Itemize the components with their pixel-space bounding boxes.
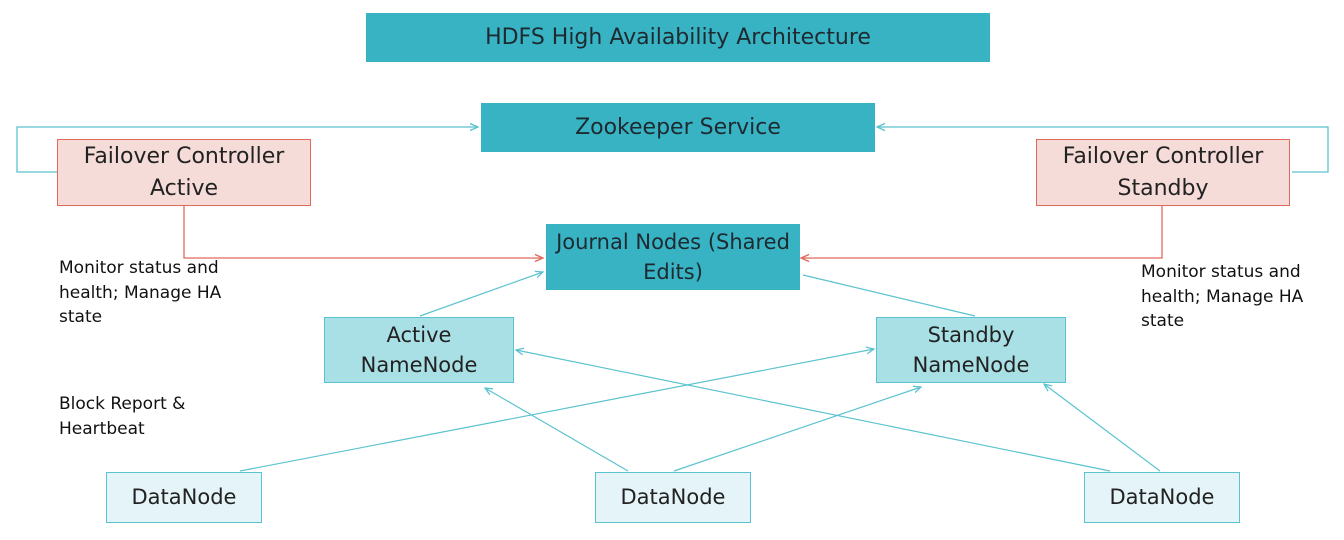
connector-datanode2-to-active [485, 388, 629, 472]
note-block-report: Block Report & Heartbeat [59, 392, 185, 441]
active-namenode-line1: Active [386, 322, 452, 347]
note-block-report-line2: Heartbeat [59, 418, 145, 439]
connector-datanode3-to-active [516, 350, 1111, 472]
failover-standby-line2: Standby [1117, 175, 1209, 201]
standby-namenode-line1: Standby [927, 322, 1015, 347]
failover-active-line1: Failover Controller [83, 143, 285, 169]
journal-nodes-line2: (Shared Edits) [643, 229, 790, 284]
note-monitor-right: Monitor status and health; Manage HA sta… [1141, 260, 1303, 334]
note-monitor-left: Monitor status and health; Manage HA sta… [59, 256, 221, 330]
connector-journal-to-standby-namenode [802, 274, 976, 317]
diagram-title: HDFS High Availability Architecture [366, 13, 990, 62]
connector-active-namenode-to-journal [419, 272, 543, 317]
failover-active-line2: Active [149, 175, 219, 201]
active-namenode-line2: NameNode [360, 353, 478, 377]
note-monitor-right-line2: health; Manage HA [1141, 286, 1304, 307]
zookeeper-service-label: Zookeeper Service [575, 114, 781, 140]
datanode-3: DataNode [1084, 472, 1240, 523]
note-block-report-line1: Block Report & [59, 394, 186, 414]
standby-namenode-line2: NameNode [912, 353, 1030, 377]
connector-datanode3-to-standby [1044, 384, 1161, 472]
connector-fc-active-to-journal [183, 206, 543, 258]
connector-fc-active-to-zookeeper [16, 127, 478, 173]
failover-controller-standby-node: Failover Controller Standby [1036, 139, 1290, 206]
connector-datanode1-to-standby [239, 349, 874, 472]
note-monitor-left-line1: Monitor status and [59, 258, 219, 278]
diagram-title-text: HDFS High Availability Architecture [485, 24, 871, 50]
note-monitor-right-line3: state [1141, 311, 1185, 332]
datanode-1-label: DataNode [131, 485, 237, 510]
standby-namenode-node: Standby NameNode [876, 317, 1066, 383]
failover-standby-line1: Failover Controller [1062, 143, 1264, 169]
active-namenode-node: Active NameNode [324, 317, 514, 383]
datanode-2: DataNode [595, 472, 751, 523]
note-monitor-left-line2: health; Manage HA [59, 282, 222, 303]
note-monitor-left-line3: state [59, 307, 103, 328]
datanode-3-label: DataNode [1109, 485, 1215, 510]
connector-datanode2-to-standby [673, 387, 921, 472]
connector-fc-standby-to-journal [801, 206, 1163, 258]
journal-nodes-line1: Journal Nodes [556, 229, 702, 254]
connector-fc-standby-to-zookeeper [877, 127, 1329, 173]
failover-controller-active-node: Failover Controller Active [57, 139, 311, 206]
datanode-2-label: DataNode [620, 485, 726, 510]
datanode-1: DataNode [106, 472, 262, 523]
zookeeper-service-node: Zookeeper Service [481, 103, 875, 152]
journal-nodes-node: Journal Nodes (Shared Edits) [546, 224, 800, 290]
note-monitor-right-line1: Monitor status and [1141, 262, 1301, 282]
